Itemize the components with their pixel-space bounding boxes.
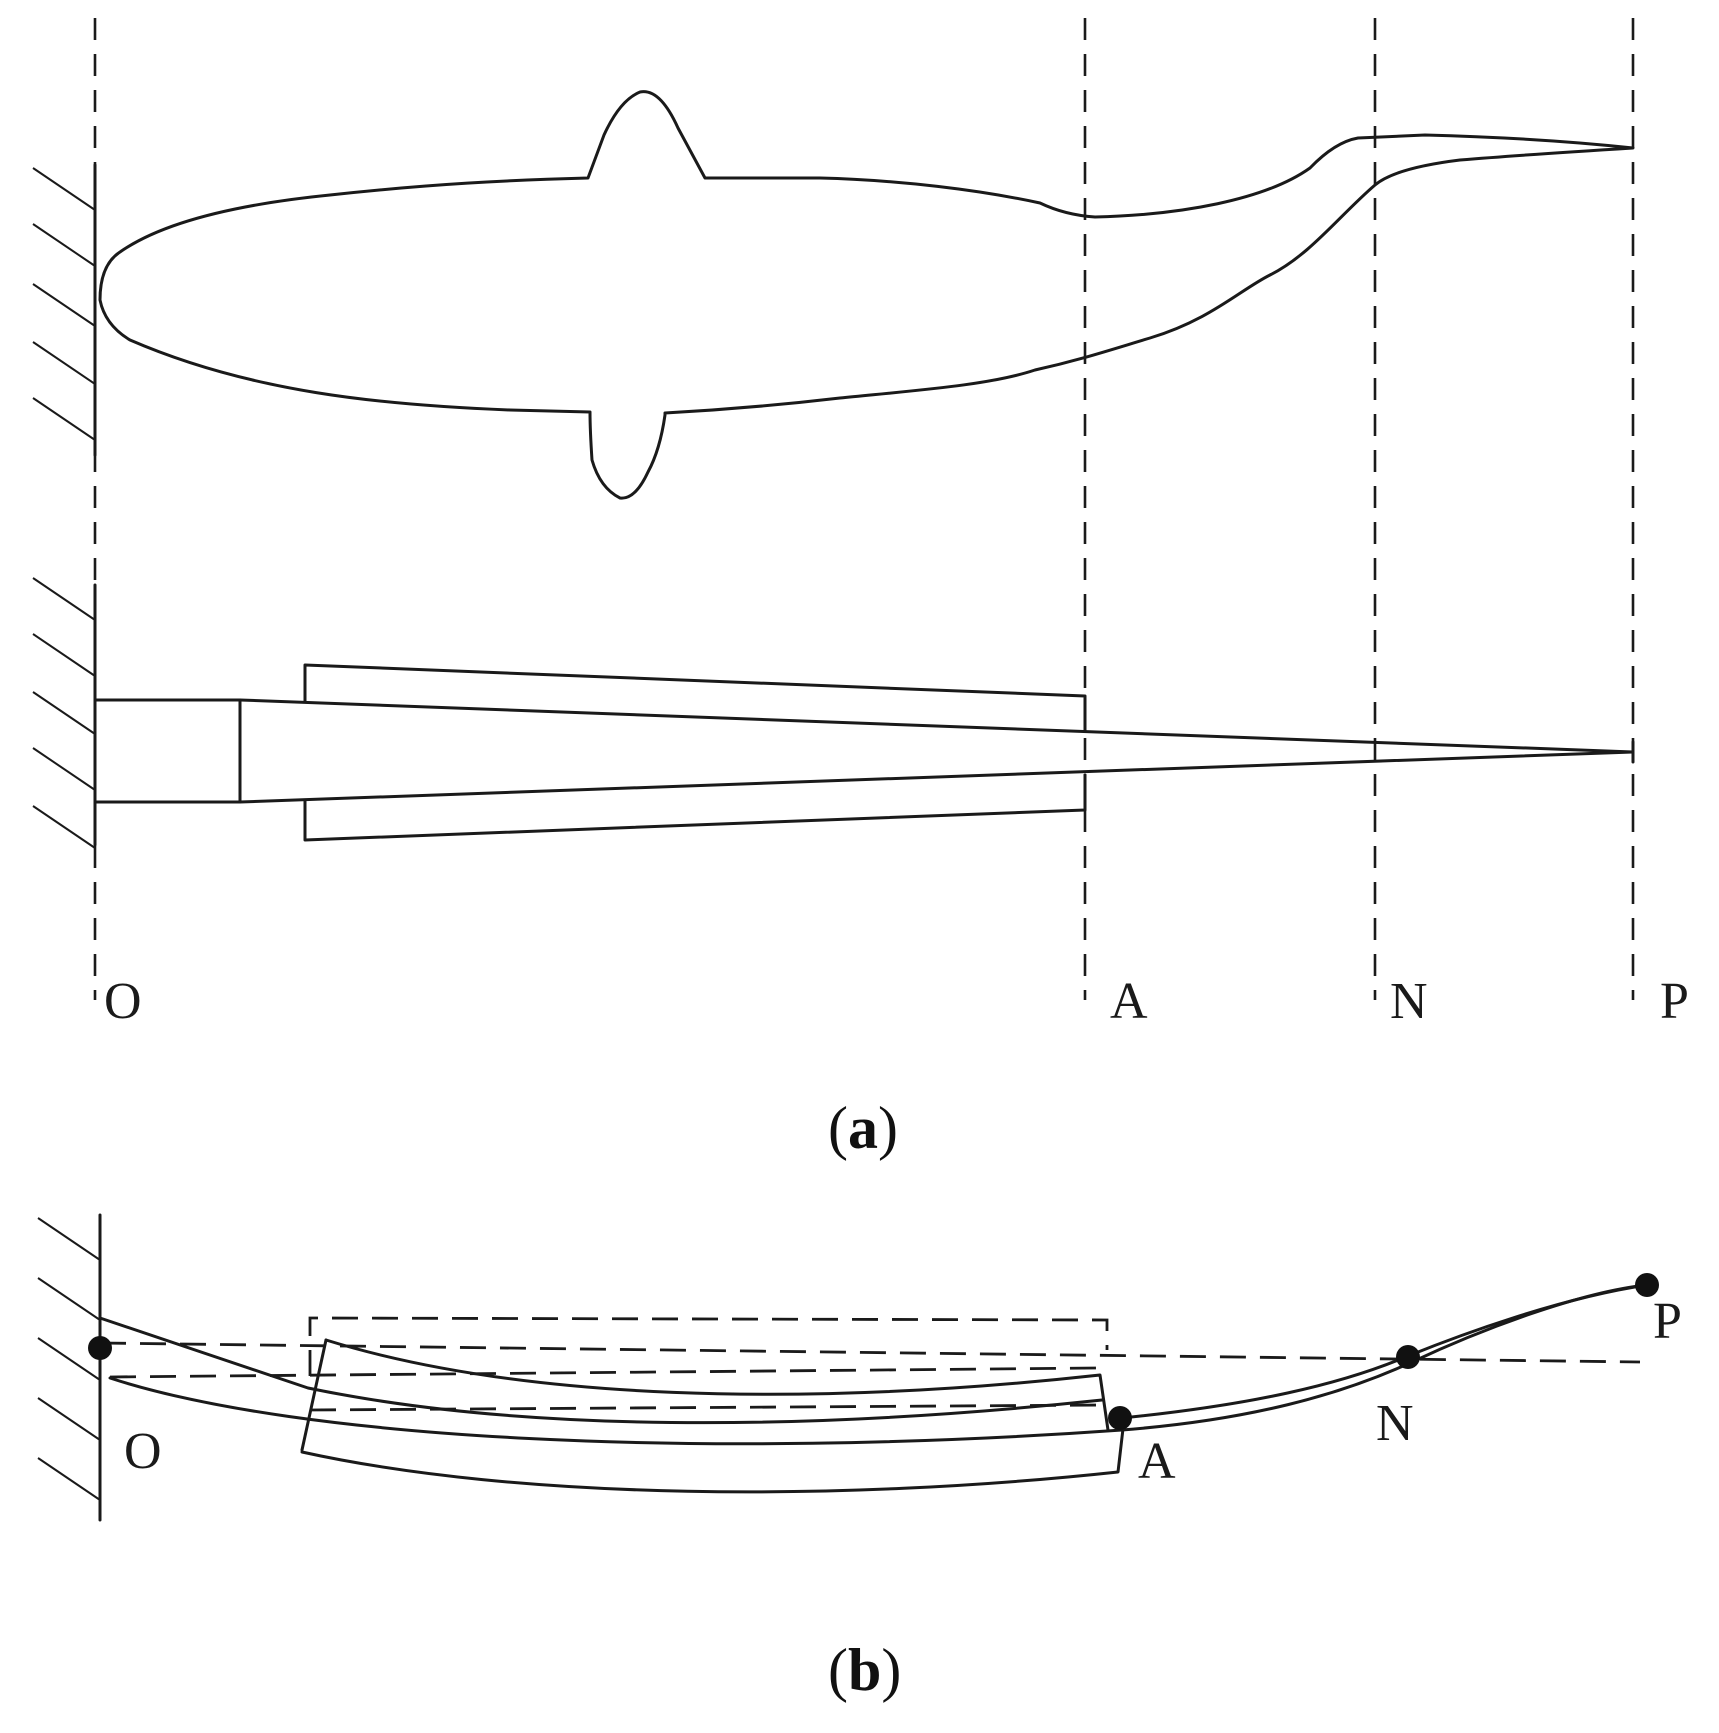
hatch-mark [32,341,96,385]
caption-a: (a) [828,1095,898,1161]
sleeve-lower [303,773,1087,842]
node-N [1396,1345,1420,1369]
panel-b: O A N P (b) [37,1213,1682,1703]
deformed-beam-upper [98,1316,1104,1425]
label-A-b: A [1138,1433,1176,1490]
caption-b-open: ( [828,1637,848,1703]
caption-a-open: ( [828,1095,848,1161]
undeformed-sleeve [308,1316,1109,1376]
label-O-b: O [124,1423,162,1480]
label-N: N [1390,973,1428,1030]
label-N-b: N [1376,1395,1414,1452]
hatch-mark [32,577,96,621]
fixed-wall-panel-b [37,1213,102,1522]
label-P: P [1660,973,1689,1030]
fixed-wall-top [32,163,97,457]
caption-a-letter: a [848,1095,878,1161]
fixed-wall-bottom [32,577,97,849]
label-A: A [1110,973,1148,1030]
hatch-mark [37,1217,101,1261]
hatch-mark [32,633,96,677]
node-O [88,1336,112,1360]
node-A [1108,1406,1132,1430]
hatch-mark [37,1277,101,1321]
hatch-mark [32,805,96,849]
caption-b-letter: b [848,1637,881,1703]
hatch-mark [32,397,96,441]
deformed-beam-lower [108,1376,1124,1446]
hatch-mark [32,167,96,211]
deformed-shape [98,1283,1649,1494]
inner-beam-lower [238,750,1635,804]
caption-b: (b) [828,1637,901,1703]
hatch-mark [32,691,96,735]
undeformed-upper-line [99,1341,1641,1364]
hatch-mark [32,747,96,791]
fish-outline [98,90,1635,500]
hatch-mark [32,223,96,267]
hatch-mark [37,1337,101,1381]
node-P [1635,1273,1659,1297]
panel-a: O A N P (a) [32,18,1689,1161]
caption-b-close: ) [881,1637,901,1703]
hatch-mark [37,1457,101,1501]
caption-a-close: ) [878,1095,898,1161]
beam-model [93,663,1635,842]
inner-beam-upper [238,698,1635,754]
sleeve-upper [303,663,1087,733]
deformed-sleeve-upper [324,1338,1110,1432]
hatch-mark [37,1397,101,1441]
label-O: O [104,973,142,1030]
hatch-mark [32,283,96,327]
deformed-sleeve-lower [300,1418,1126,1494]
reference-lines [93,18,1635,1000]
deformed-sleeve-left [300,1338,328,1452]
base-block [93,698,242,804]
label-P-b: P [1653,1293,1682,1350]
